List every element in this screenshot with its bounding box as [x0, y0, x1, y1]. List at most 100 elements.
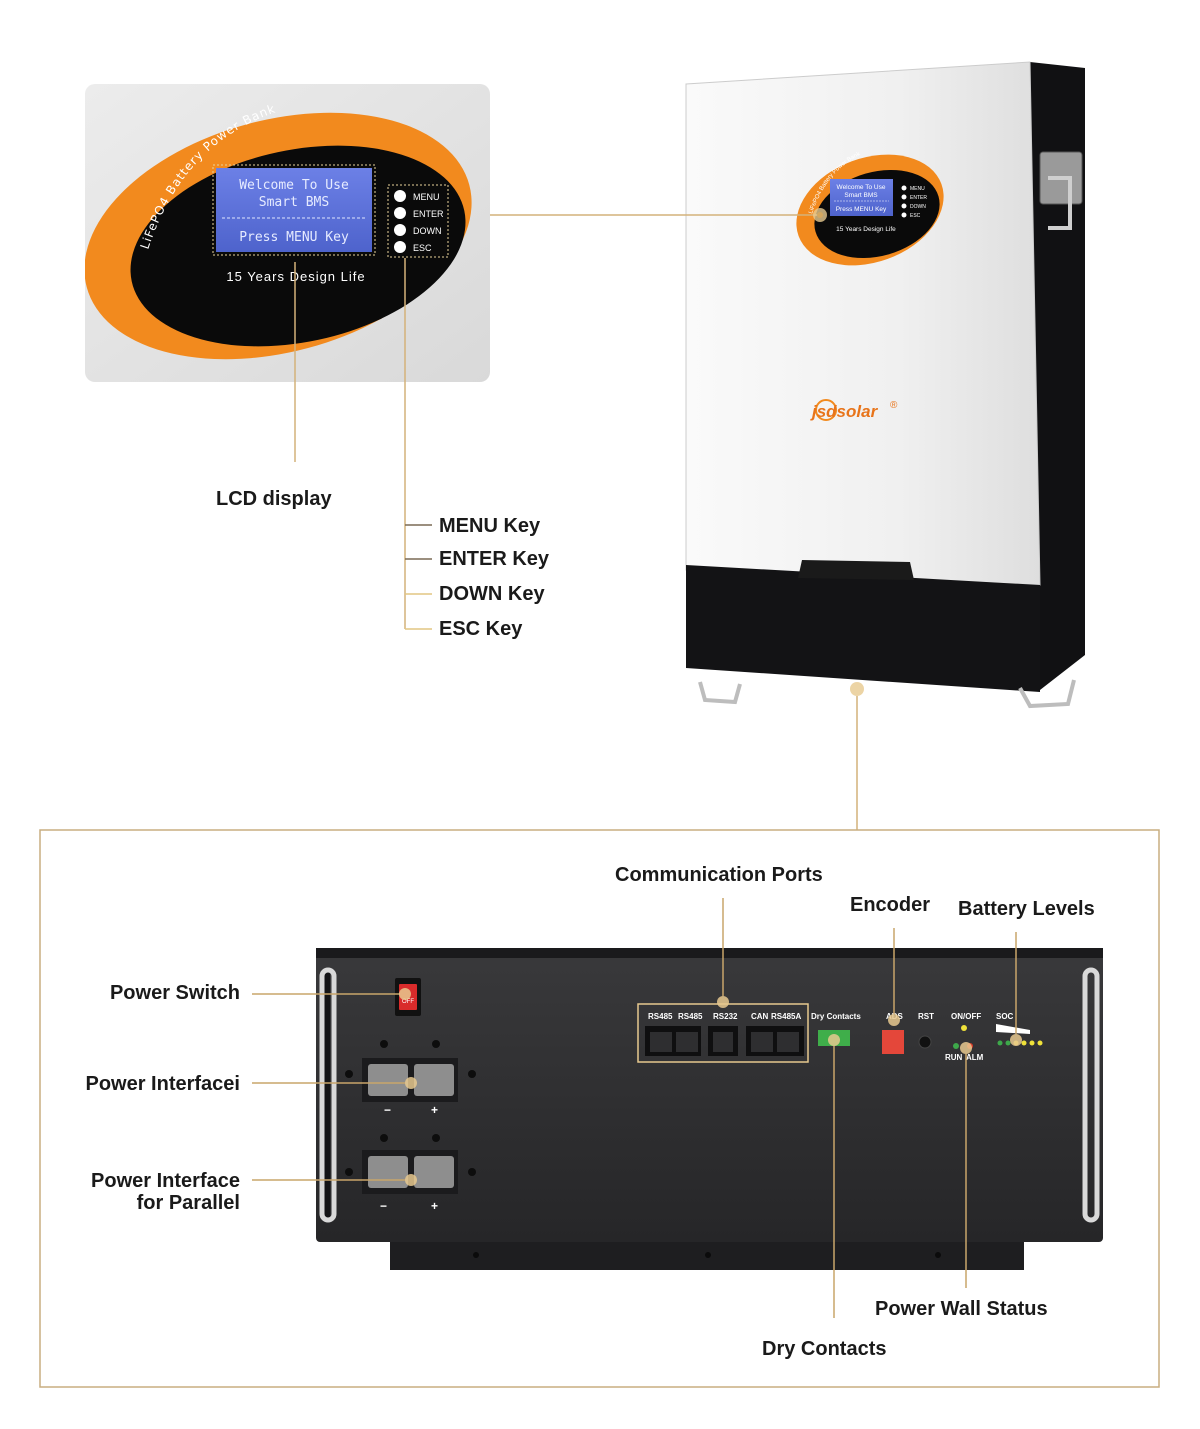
- port-label-can: CAN: [751, 1012, 769, 1021]
- panel-screw: [345, 1070, 353, 1078]
- leader-dot-unit-bottom: [850, 682, 864, 696]
- leader-dot-encoder: [888, 1014, 900, 1026]
- lcd-screen: [216, 168, 372, 252]
- unit-front: [685, 61, 1041, 586]
- leader-dot-battery-levels: [1010, 1034, 1022, 1046]
- communication-ports-label: Communication Ports: [615, 864, 823, 886]
- unit-lcd-line-1: Welcome To Use: [837, 184, 886, 191]
- leader-dot-communication-ports: [717, 996, 729, 1008]
- leader-dot-power-interface: [405, 1077, 417, 1089]
- menu-key-text: MENU: [413, 192, 440, 202]
- encoder-label: Encoder: [850, 894, 931, 916]
- unit-key-menu: [901, 185, 907, 191]
- rj45-socket: [676, 1032, 698, 1052]
- interface-plus-text: +: [431, 1103, 438, 1117]
- battery-face: [316, 948, 1103, 1242]
- soc-gauge: [996, 1024, 1030, 1034]
- parallel-connector-right: [414, 1156, 454, 1188]
- power-interface-parallel-label-line1: Power Interface: [91, 1170, 240, 1192]
- soc-led: [1029, 1040, 1035, 1046]
- port-label-rs232: RS232: [713, 1012, 738, 1021]
- port-label-rs485-1: RS485: [648, 1012, 673, 1021]
- down-key-button: [394, 224, 406, 236]
- unit-key-down: [901, 203, 907, 209]
- enter-key-text: ENTER: [413, 209, 444, 219]
- panel-screw: [345, 1168, 353, 1176]
- battery-levels-label: Battery Levels: [958, 898, 1095, 920]
- unit-key-esc-text: ESC: [910, 213, 921, 219]
- unit-key-esc: [901, 212, 907, 218]
- rj45-socket: [777, 1032, 799, 1052]
- menu-key-button: [394, 190, 406, 202]
- power-connector-right: [414, 1064, 454, 1096]
- base-screw: [705, 1252, 711, 1258]
- interface-minus-text: −: [384, 1103, 391, 1117]
- panel-screw: [468, 1168, 476, 1176]
- keys-frame: [387, 184, 449, 258]
- base-screw: [473, 1252, 479, 1258]
- parallel-plus-text: +: [431, 1199, 438, 1213]
- side-handle: [1048, 176, 1072, 230]
- detail-frame: [39, 829, 1160, 1388]
- brand-logo-icon: [815, 399, 837, 421]
- parallel-minus-text: −: [380, 1199, 387, 1213]
- menu-key-label: MENU Key: [439, 515, 541, 537]
- parallel-connector-left: [368, 1156, 408, 1188]
- soc-led: [997, 1040, 1003, 1046]
- panel-screw: [432, 1040, 440, 1048]
- lcd-line-1: Welcome To Use: [239, 178, 349, 193]
- enter-key-label: ENTER Key: [439, 548, 550, 570]
- soc-led: [1021, 1040, 1027, 1046]
- esc-key-text: ESC: [413, 243, 432, 253]
- battery-front-panel: OFF − + − + RS485 RS485 RS232 CAN RS485A: [316, 948, 1103, 1270]
- leader-dot-power-wall-status: [960, 1042, 972, 1054]
- unit-key-menu-text: MENU: [910, 186, 925, 192]
- leader-dot-unit-lcd-core: [817, 212, 823, 218]
- leader-dot-dry-contacts: [828, 1034, 840, 1046]
- port-label-rs485a: RS485A: [771, 1012, 801, 1021]
- on-off-led: [961, 1025, 967, 1031]
- leader-dot-power-switch: [399, 988, 411, 1000]
- unit-design-life: 15 Years Design Life: [836, 226, 896, 233]
- lcd-frame: [212, 164, 376, 256]
- panel-screw: [468, 1070, 476, 1078]
- wall-battery-unit: LiFePO4 Battery Power Bank Welcome To Us…: [685, 61, 1085, 709]
- run-led: [953, 1043, 959, 1049]
- unit-key-enter-text: ENTER: [910, 195, 927, 201]
- esc-key-label: ESC Key: [439, 618, 523, 640]
- run-text: RUN: [945, 1053, 963, 1062]
- unit-lcd-line-3: Press MENU Key: [836, 206, 887, 213]
- top-leader-lines: [294, 208, 864, 830]
- unit-base: [686, 565, 1040, 692]
- encoder-dip-switch: [882, 1030, 904, 1054]
- power-switch-label: Power Switch: [109, 982, 240, 1004]
- design-life-text: 15 Years Design Life: [226, 269, 365, 284]
- bottom-leader-lines: [252, 898, 1022, 1318]
- lcd-line-3: Press MENU Key: [239, 230, 349, 245]
- enter-key-button: [394, 207, 406, 219]
- power-interface-parallel-label-line2: for Parallel: [136, 1192, 240, 1214]
- esc-key-button: [394, 241, 406, 253]
- soc-led: [1005, 1040, 1011, 1046]
- power-wall-status-label: Power Wall Status: [875, 1298, 1048, 1320]
- panel-screw: [432, 1134, 440, 1142]
- base-screw: [935, 1252, 941, 1258]
- rj45-socket: [751, 1032, 773, 1052]
- port-label-rs485-2: RS485: [678, 1012, 703, 1021]
- panel-screw: [380, 1040, 388, 1048]
- power-connector-left: [368, 1064, 408, 1096]
- zoom-panel: LiFePO4 Battery Power Bank Welcome To Us…: [85, 84, 490, 382]
- rst-text: RST: [918, 1012, 934, 1021]
- unit-key-down-text: DOWN: [910, 204, 926, 210]
- left-handle: [319, 967, 337, 1223]
- down-key-text: DOWN: [413, 226, 442, 236]
- unit-lcd: [830, 179, 893, 216]
- panel-screw: [380, 1134, 388, 1142]
- soc-text: SOC: [996, 1012, 1014, 1021]
- lcd-display-label: LCD display: [216, 488, 332, 510]
- right-handle: [1082, 967, 1100, 1223]
- down-key-label: DOWN Key: [439, 583, 545, 605]
- leader-dot-power-parallel: [405, 1174, 417, 1186]
- left-ear: [324, 970, 330, 1220]
